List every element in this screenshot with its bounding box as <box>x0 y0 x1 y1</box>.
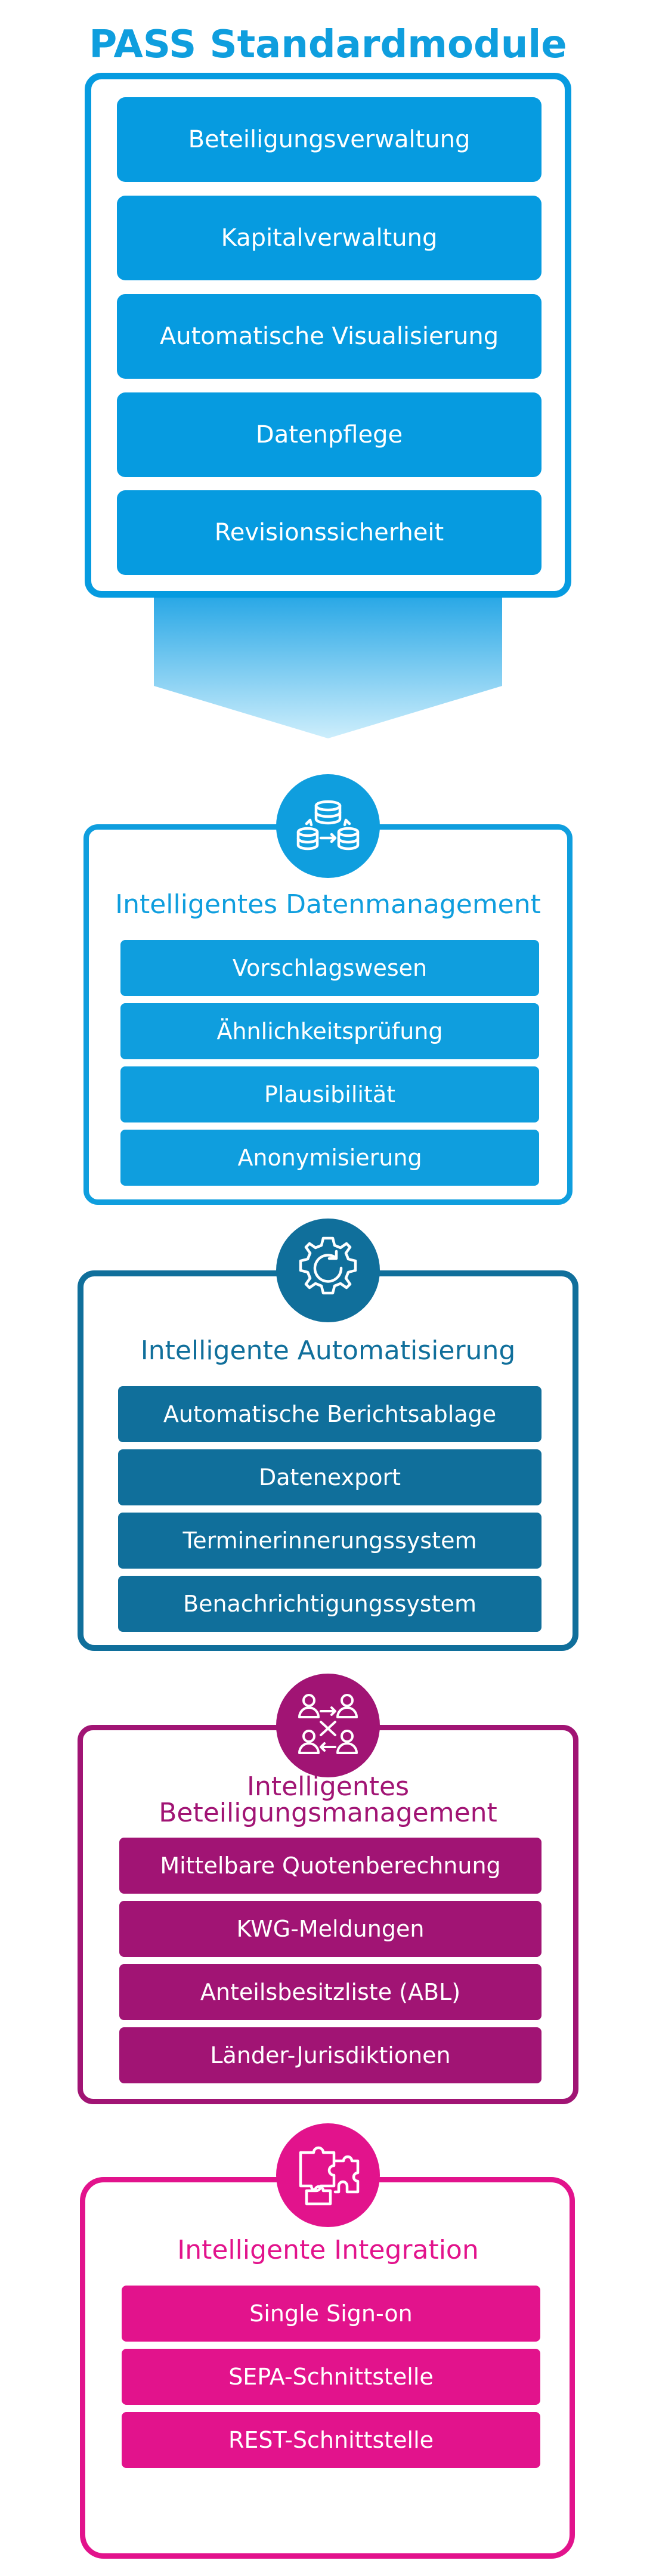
gear-cycle-icon <box>299 1236 357 1295</box>
down-arrow-icon <box>154 598 502 738</box>
section-integration-icon-circle <box>276 2123 380 2227</box>
item-vorschlagswesen[interactable]: Vorschlagswesen <box>120 940 539 996</box>
module-button-beteiligungsverwaltung[interactable]: Beteiligungsverwaltung <box>117 97 541 182</box>
module-button-datenpflege[interactable]: Datenpflege <box>117 392 541 477</box>
section-datenmanagement-heading: Intelligentes Datenmanagement <box>115 889 541 920</box>
item-anteilsbesitzliste[interactable]: Anteilsbesitzliste (ABL) <box>119 1964 541 2020</box>
section-automatisierung-heading: Intelligente Automatisierung <box>140 1335 516 1366</box>
database-sync-icon <box>296 800 360 851</box>
item-mittelbare-quotenberechnung[interactable]: Mittelbare Quotenberechnung <box>119 1838 541 1894</box>
item-anonymisierung[interactable]: Anonymisierung <box>120 1130 539 1186</box>
item-aehnlichkeitspruefung[interactable]: Ähnlichkeitsprüfung <box>120 1003 539 1059</box>
module-button-kapitalverwaltung[interactable]: Kapitalverwaltung <box>117 196 541 280</box>
section-integration-heading: Intelligente Integration <box>177 2235 479 2265</box>
people-network-icon <box>298 1694 358 1754</box>
section-beteiligungsmanagement-heading-line1: Intelligentes <box>247 1771 409 1802</box>
item-rest-schnittstelle[interactable]: REST-Schnittstelle <box>122 2412 540 2468</box>
module-button-automatische-visualisierung[interactable]: Automatische Visualisierung <box>117 294 541 379</box>
puzzle-icon <box>299 2146 360 2206</box>
item-kwg-meldungen[interactable]: KWG-Meldungen <box>119 1901 541 1957</box>
page-title: PASS Standardmodule <box>89 23 567 67</box>
section-datenmanagement-icon-circle <box>276 774 380 878</box>
section-beteiligungsmanagement-heading-line2: Beteiligungsmanagement <box>159 1798 497 1828</box>
item-plausibilitaet[interactable]: Plausibilität <box>120 1066 539 1122</box>
item-single-sign-on[interactable]: Single Sign-on <box>122 2286 540 2342</box>
item-datenexport[interactable]: Datenexport <box>118 1449 541 1505</box>
module-button-revisionssicherheit[interactable]: Revisionssicherheit <box>117 490 541 575</box>
item-automatische-berichtsablage[interactable]: Automatische Berichtsablage <box>118 1386 541 1442</box>
section-beteiligungsmanagement-icon-circle <box>276 1674 380 1777</box>
item-laender-jurisdiktionen[interactable]: Länder-Jurisdiktionen <box>119 2027 541 2083</box>
item-benachrichtigungssystem[interactable]: Benachrichtigungssystem <box>118 1576 541 1632</box>
section-automatisierung-icon-circle <box>276 1219 380 1322</box>
item-sepa-schnittstelle[interactable]: SEPA-Schnittstelle <box>122 2349 540 2405</box>
item-terminerinnerungssystem[interactable]: Terminerinnerungssystem <box>118 1513 541 1569</box>
